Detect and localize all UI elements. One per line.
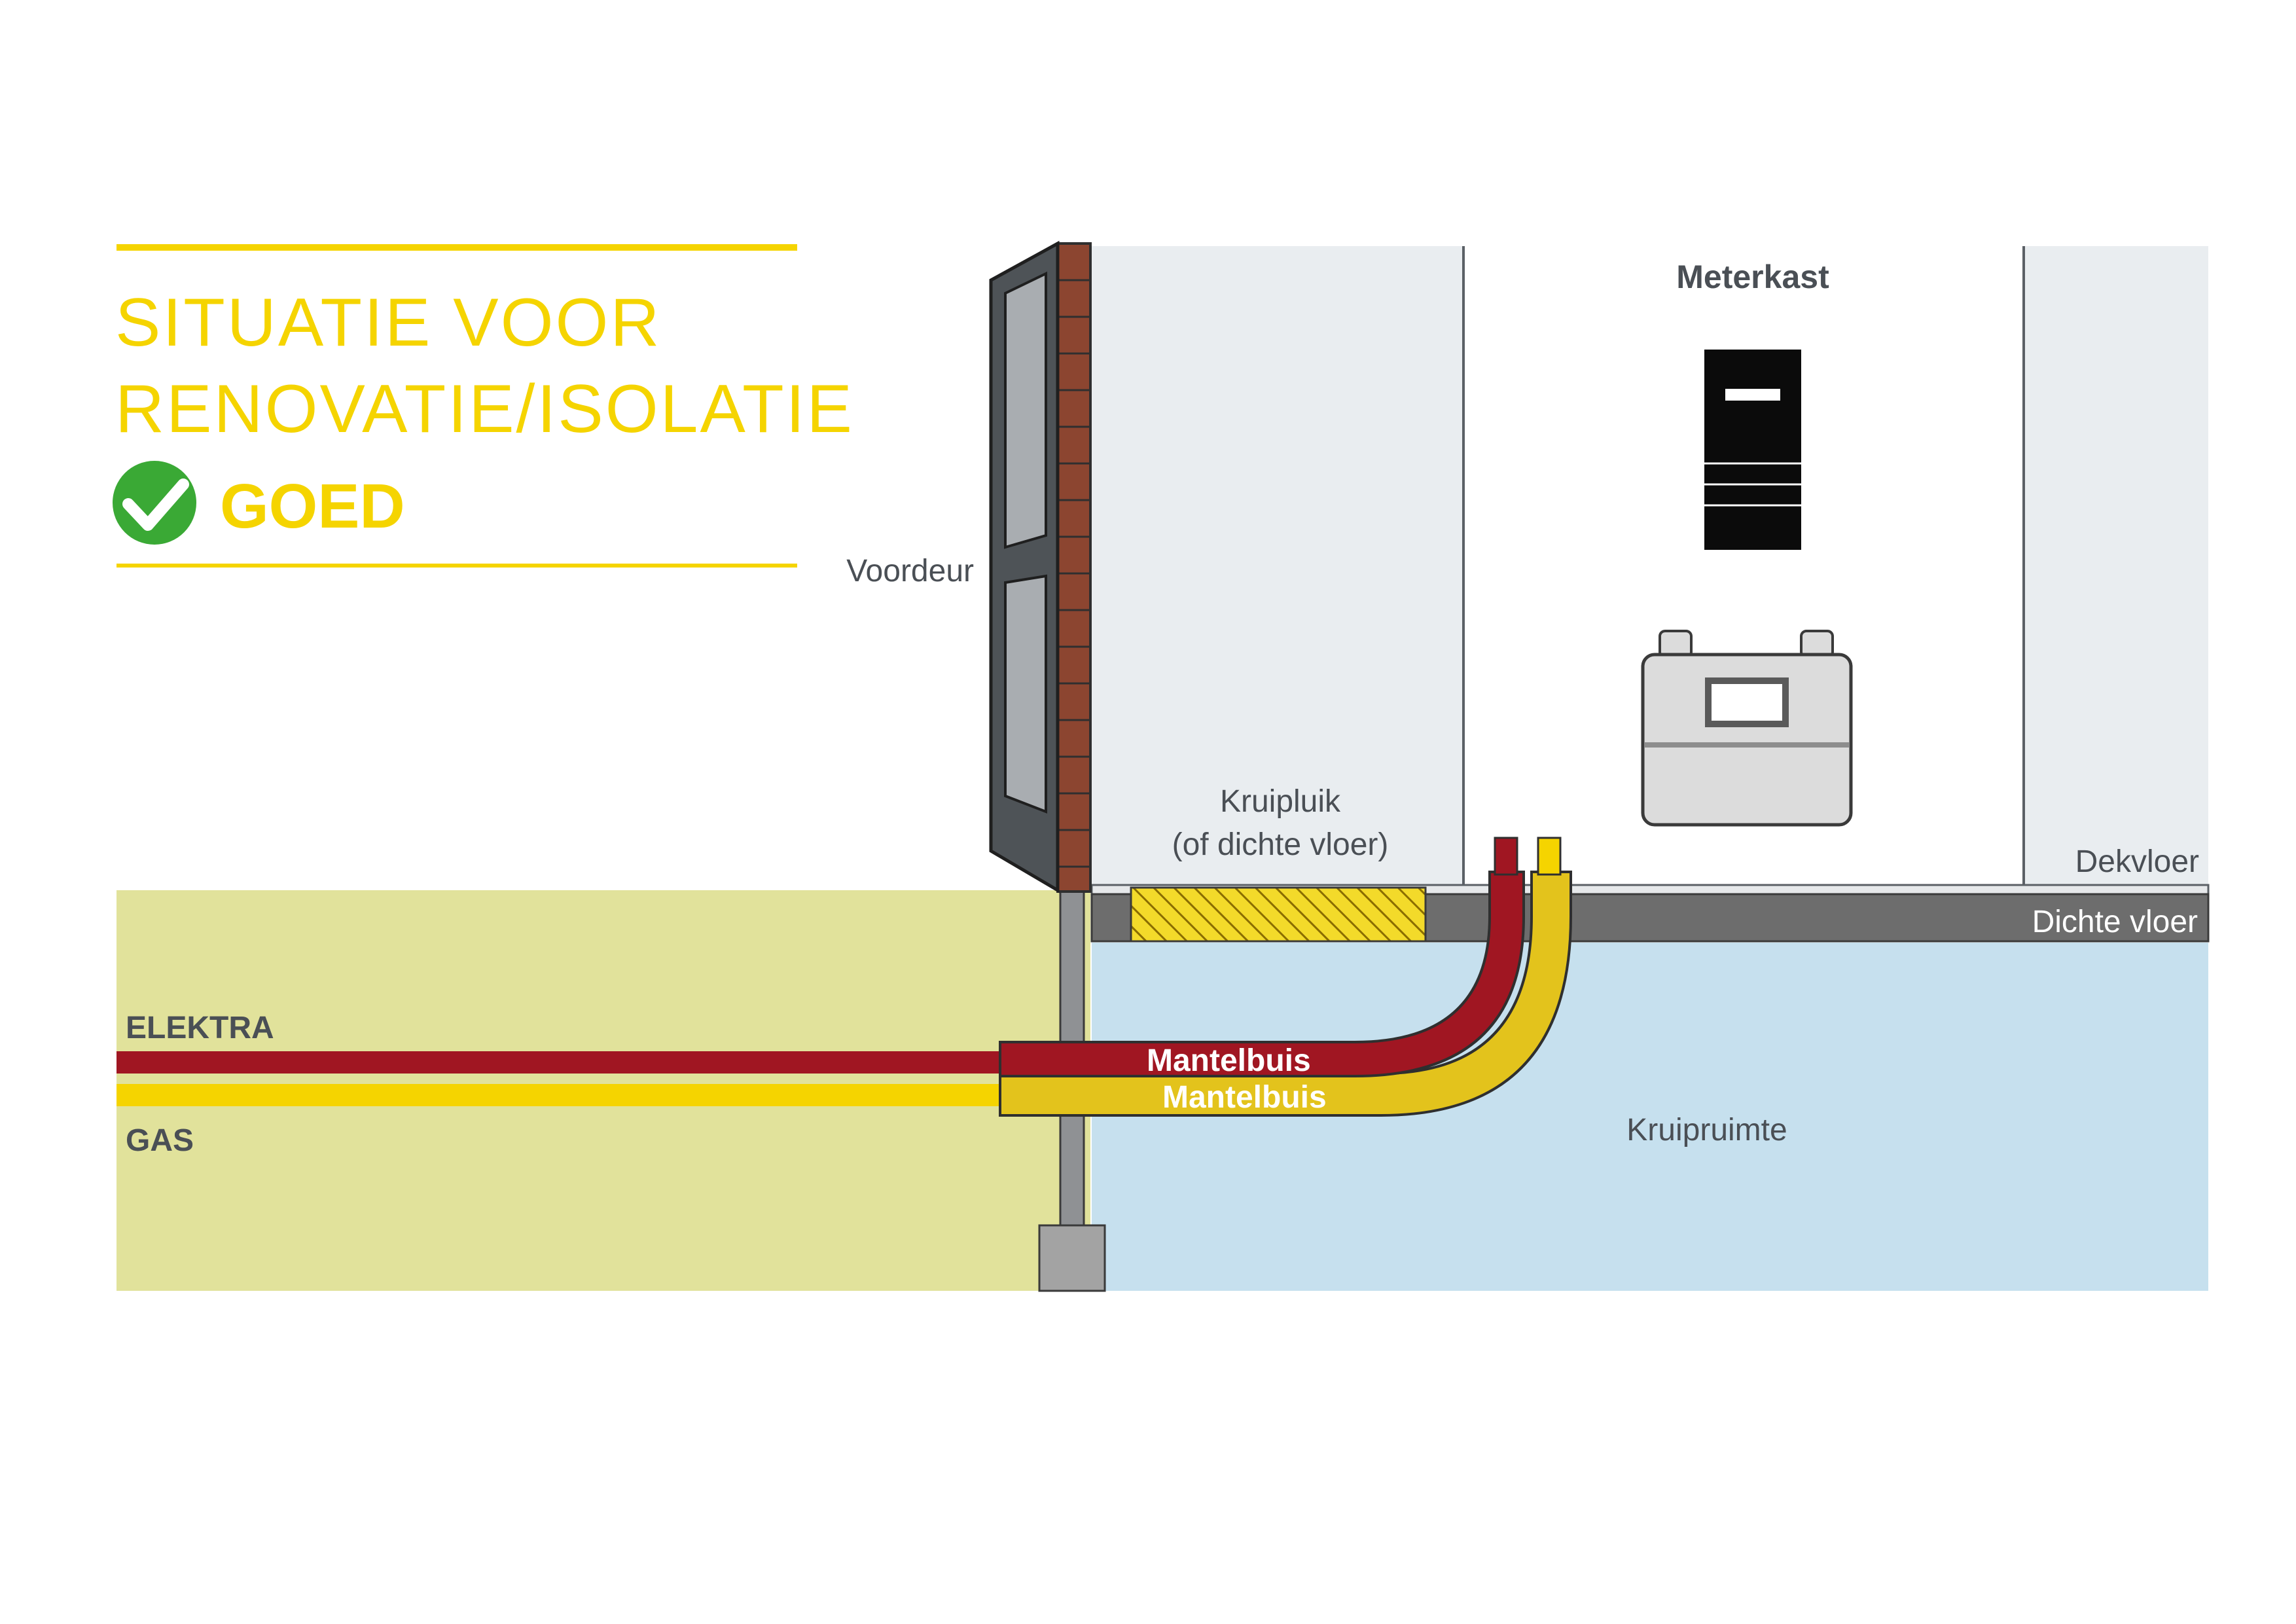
heading-line-1: SITUATIE VOOR [115,285,662,361]
top-floor-label: Dekvloer [2075,844,2199,879]
check-circle-icon [113,461,196,545]
sealed-floor-label: Dichte vloer [2032,905,2198,939]
crawl-hatch [1130,886,1427,943]
crawlspace-label: Kruipruimte [1626,1113,1787,1147]
hatch-label-line-2: (of dichte vloer) [1172,827,1389,862]
hall-wall [1092,246,1462,894]
electricity-label: ELEKTRA [126,1011,274,1045]
status-label: GOED [220,471,405,541]
electric-cable [117,1051,1000,1074]
gas-meter [1641,630,1853,827]
electric-cable-riser [1494,837,1518,876]
front-door-label: Voordeur [846,554,974,588]
front-door [989,240,1060,893]
gas-pipe-riser [1537,837,1562,876]
gas-label: GAS [126,1123,194,1158]
sleeve-electric-label: Mantelbuis [1147,1043,1311,1078]
heading-line-2: RENOVATIE/ISOLATIE [115,371,854,447]
gas-pipe [117,1084,1000,1106]
foundation-footing [1038,1224,1106,1292]
gas-sleeve [999,871,1572,1117]
sleeve-gas-label: Mantelbuis [1162,1080,1327,1115]
electric-sleeve [999,871,1525,1077]
meter-cupboard-label: Meterkast [1676,259,1829,295]
hatch-label-line-1: Kruipluik [1220,784,1341,819]
electric-meter-panel [1704,350,1801,550]
brick-wall [1056,242,1092,893]
side-wall [2024,246,2208,894]
